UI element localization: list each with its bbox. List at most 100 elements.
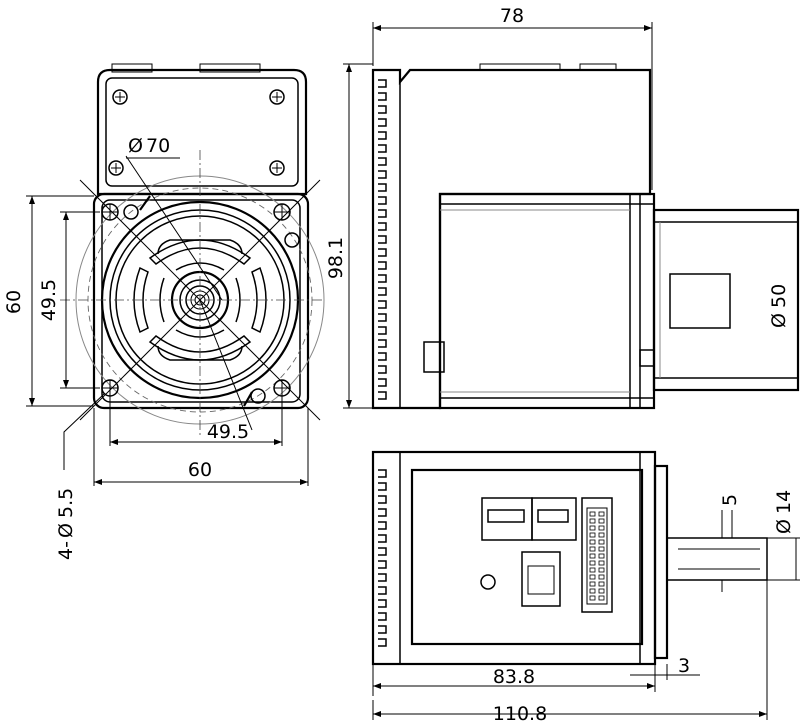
pin [598, 595, 605, 601]
dim-49-5-bottom: 49.5 [207, 421, 249, 443]
dim-phi70-symbol: Ø [128, 135, 143, 157]
output-shaft [666, 537, 768, 581]
fin [378, 222, 387, 231]
connector-3 [581, 497, 613, 613]
shaft-boss [652, 208, 800, 392]
cover-tab [111, 63, 153, 73]
fin [378, 157, 387, 166]
fin [378, 144, 387, 153]
dim-83-8: 83.8 [493, 666, 535, 688]
fin [378, 170, 387, 179]
fin [378, 638, 387, 647]
phi70-leader [125, 155, 223, 301]
fin [378, 365, 387, 374]
connector-2 [531, 497, 577, 541]
power-connector [521, 551, 561, 607]
pin [589, 588, 596, 594]
heatsink-fins [378, 469, 387, 647]
fin [378, 625, 387, 634]
fin [378, 560, 387, 569]
dim-phi14: 14 [773, 490, 795, 514]
fin [378, 105, 387, 114]
fin [378, 131, 387, 140]
pin [589, 560, 596, 566]
dim-hole-prefix: 4- [55, 541, 77, 560]
hole-leader [63, 393, 105, 470]
fin [378, 92, 387, 101]
pin [598, 553, 605, 559]
flange-square [92, 192, 310, 410]
indicator-led [480, 574, 496, 590]
dim-3: 3 [678, 655, 690, 677]
fin [378, 352, 387, 361]
fin [378, 495, 387, 504]
pin [589, 546, 596, 552]
fin [378, 521, 387, 530]
fin [378, 118, 387, 127]
pin [589, 567, 596, 573]
fin [378, 378, 387, 387]
dim-60-bottom-lines [93, 408, 309, 486]
dim-phi50-symbol: Ø [768, 313, 790, 328]
pin [598, 518, 605, 524]
fin [378, 274, 387, 283]
fin [378, 547, 387, 556]
dim-98-1-lines [343, 63, 373, 409]
fin [378, 183, 387, 192]
pin [589, 574, 596, 580]
pin [589, 518, 596, 524]
pin [589, 525, 596, 531]
fin [378, 209, 387, 218]
pin [598, 581, 605, 587]
screw-icon [108, 89, 285, 176]
front-view: Ø 70 49.5 60 49.5 60 4- Ø 5.5 [3, 63, 325, 560]
fin [378, 391, 387, 400]
fin [378, 313, 387, 322]
fin [378, 482, 387, 491]
dim-60-left: 60 [3, 290, 25, 314]
dim-110-8: 110.8 [493, 703, 547, 723]
heatsink-fins [378, 79, 387, 400]
pin [589, 511, 596, 517]
fin [378, 469, 387, 478]
pin [589, 581, 596, 587]
fin [378, 534, 387, 543]
dim-key-5: 5 [719, 494, 741, 506]
pin [598, 539, 605, 545]
pin [598, 532, 605, 538]
driver-cover-outline [96, 68, 308, 196]
pin [598, 588, 605, 594]
dim-110-8-lines [372, 580, 768, 720]
dim-78: 78 [500, 5, 524, 27]
dim-49-5-bottom-lines [109, 396, 283, 446]
dim-83-8-lines [372, 664, 656, 696]
dim-98-1: 98.1 [325, 237, 347, 279]
fin [378, 612, 387, 621]
fin [378, 79, 387, 88]
pin [598, 567, 605, 573]
dim-60-bottom: 60 [188, 459, 212, 481]
dim-78-lines [372, 22, 653, 190]
driver-block [371, 68, 652, 410]
fin [378, 573, 387, 582]
dim-hole-value: 5.5 [55, 488, 77, 518]
driver-panel [410, 468, 644, 646]
fin [378, 261, 387, 270]
fin [378, 287, 387, 296]
dim-60-lines [26, 195, 94, 407]
dim-phi50: 50 [768, 284, 790, 308]
fin [378, 326, 387, 335]
connector-side [423, 341, 445, 373]
pin [589, 595, 596, 601]
dim-hole-symbol: Ø [55, 523, 77, 538]
pin [598, 546, 605, 552]
motor-body-side [438, 192, 656, 410]
pin [589, 553, 596, 559]
mounting-hole-icon [101, 203, 300, 404]
bottom-view: 5 Ø 14 83.8 3 110.8 [371, 450, 800, 723]
fin [378, 508, 387, 517]
driver-cover-inner [105, 77, 299, 187]
fin [378, 235, 387, 244]
dim-phi14-symbol: Ø [773, 519, 795, 534]
